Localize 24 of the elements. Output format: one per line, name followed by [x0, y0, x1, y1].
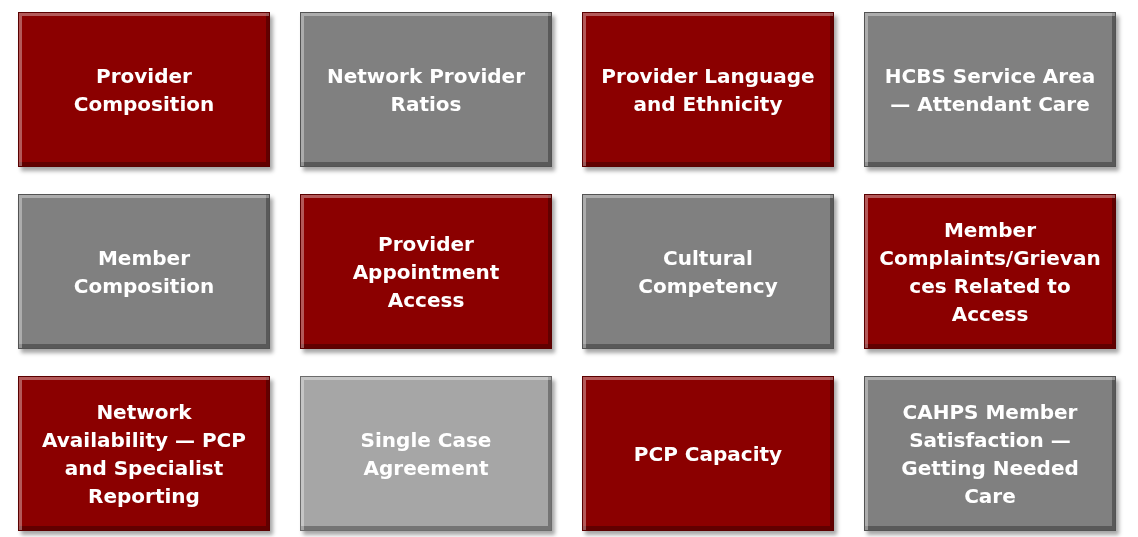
category-tile	[864, 12, 1116, 167]
tile-label: Cultural Competency	[637, 244, 779, 300]
category-tile	[300, 194, 552, 349]
category-tile	[18, 12, 270, 167]
category-tile	[18, 376, 270, 531]
category-tile	[18, 194, 270, 349]
category-tile	[864, 376, 1116, 531]
tile-label: Member Composition	[72, 244, 216, 300]
category-tile	[864, 194, 1116, 349]
tile-label: Member Complaints/Grievances Related to Access	[879, 216, 1101, 328]
tile-label: Provider Appointment Access	[351, 230, 501, 314]
category-tile	[582, 376, 834, 531]
tile-label: Network Provider Ratios	[325, 62, 527, 118]
tile-label: Single Case Agreement	[359, 426, 493, 482]
tile-label: Network Availability — PCP and Specialist Reporting	[41, 398, 247, 510]
category-tile	[300, 376, 552, 531]
tile-label: PCP Capacity	[633, 440, 783, 468]
category-tile	[582, 194, 834, 349]
category-tile	[582, 12, 834, 167]
tile-label: CAHPS Member Satisfaction — Getting Needed Care	[900, 398, 1080, 510]
tile-label: Provider Composition	[72, 62, 216, 118]
tile-label: Provider Language and Ethnicity	[600, 62, 816, 118]
tile-label: HCBS Service Area — Attendant Care	[883, 62, 1097, 118]
category-tile	[300, 12, 552, 167]
